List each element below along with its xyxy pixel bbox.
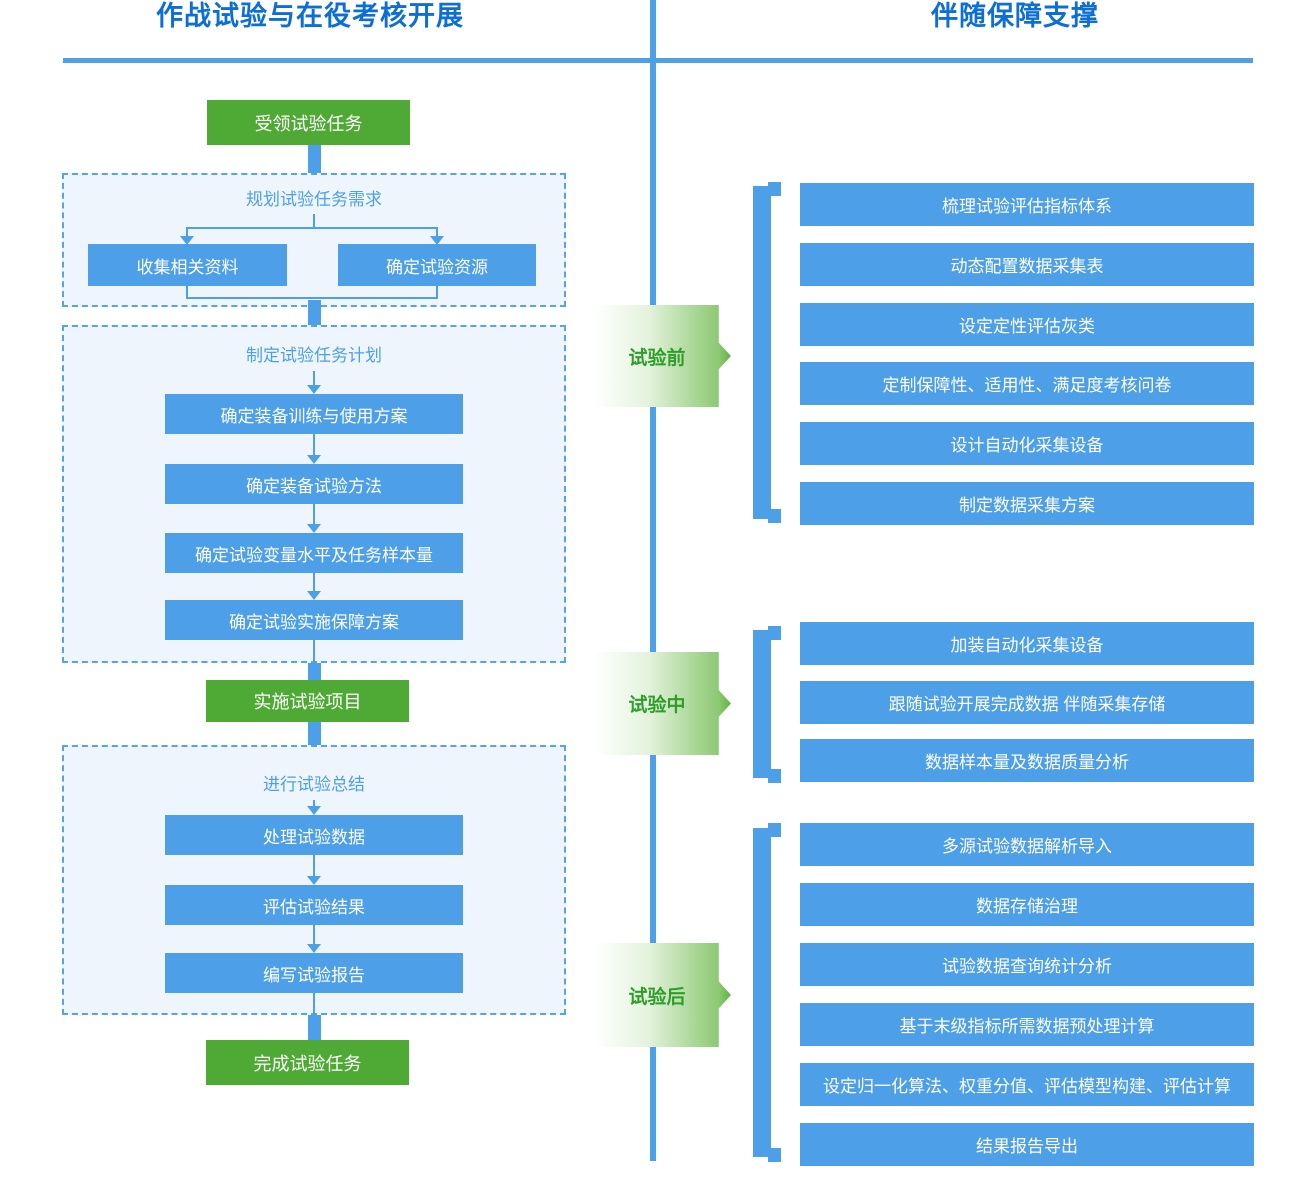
fork-stem-line xyxy=(313,214,315,227)
bracket-tab xyxy=(768,1148,781,1162)
arrowhead-down xyxy=(307,524,321,533)
arrowhead-down xyxy=(307,944,321,953)
step-box-support-plan: 确定试验实施保障方案 xyxy=(165,600,463,640)
fork-branch-line xyxy=(436,227,438,237)
tail-line xyxy=(313,993,315,1015)
support-item-bar: 定制保障性、适用性、满足度考核问卷 xyxy=(800,362,1254,405)
phase-label: 试验中 xyxy=(628,695,686,716)
panel-title: 制定试验任务计划 xyxy=(246,346,382,365)
in-test-bracket xyxy=(753,630,771,778)
header-underline xyxy=(63,58,1253,63)
column-divider-segment xyxy=(650,0,656,325)
merge-line xyxy=(186,286,188,299)
post-test-bracket xyxy=(753,828,771,1157)
left-column-title: 作战试验与在役考核开展 xyxy=(156,1,464,31)
step-box-process-data: 处理试验数据 xyxy=(165,815,463,855)
tail-line xyxy=(313,640,315,663)
phase-label: 试验前 xyxy=(628,347,686,369)
arrowhead-down xyxy=(430,236,444,245)
determine-resources-box: 确定试验资源 xyxy=(338,244,536,286)
column-divider-segment xyxy=(650,380,656,675)
bracket-tab xyxy=(768,769,781,783)
support-item-bar: 基于末级指标所需数据预处理计算 xyxy=(800,1003,1254,1046)
arrow-line xyxy=(313,800,315,806)
panel-title: 进行试验总结 xyxy=(263,775,365,794)
arrowhead-down xyxy=(180,236,194,245)
arrow-line xyxy=(313,434,315,455)
bracket-tab xyxy=(768,509,781,523)
step-box-evaluate-results: 评估试验结果 xyxy=(165,885,463,925)
support-item-bar: 动态配置数据采集表 xyxy=(800,243,1254,286)
flow-connector xyxy=(308,663,321,680)
flow-connector xyxy=(308,1015,321,1040)
support-item-bar: 试验数据查询统计分析 xyxy=(800,943,1254,986)
fork-horizontal-line xyxy=(186,227,438,229)
finish-task-box: 完成试验任务 xyxy=(206,1040,409,1085)
arrowhead-down xyxy=(307,591,321,600)
arrow-line xyxy=(313,371,315,385)
phase-arrow-pre-test: 试验前 xyxy=(595,305,731,407)
support-item-bar: 设定定性评估灰类 xyxy=(800,303,1254,346)
arrow-line xyxy=(313,925,315,944)
support-item-bar: 多源试验数据解析导入 xyxy=(800,823,1254,866)
merge-horizontal-line xyxy=(186,297,438,299)
column-divider-segment xyxy=(650,730,656,968)
arrowhead-down xyxy=(307,876,321,885)
support-item-bar: 跟随试验开展完成数据 伴随采集存储 xyxy=(800,681,1254,724)
pre-test-bracket xyxy=(753,186,771,519)
arrow-line xyxy=(313,855,315,876)
support-item-bar: 梳理试验评估指标体系 xyxy=(800,183,1254,226)
start-task-box: 受领试验任务 xyxy=(207,100,410,145)
bracket-tab xyxy=(768,182,781,196)
bracket-tab xyxy=(768,823,781,837)
phase-arrow-in-test: 试验中 xyxy=(595,652,731,755)
arrow-line xyxy=(313,573,315,591)
panel-title: 规划试验任务需求 xyxy=(246,190,382,209)
support-item-bar: 设定归一化算法、权重分值、评估模型构建、评估计算 xyxy=(800,1063,1254,1106)
arrowhead-down xyxy=(307,806,321,815)
bracket-tab xyxy=(768,626,781,640)
arrow-line xyxy=(313,504,315,524)
flow-connector xyxy=(308,145,321,173)
collect-materials-box: 收集相关资料 xyxy=(88,244,287,286)
flow-connector xyxy=(308,300,321,325)
merge-line xyxy=(436,286,438,299)
phase-arrow-post-test: 试验后 xyxy=(595,943,731,1047)
column-divider-segment xyxy=(650,1023,656,1161)
phase-label: 试验后 xyxy=(628,986,686,1008)
support-item-bar: 设计自动化采集设备 xyxy=(800,422,1254,465)
step-box-write-report: 编写试验报告 xyxy=(165,953,463,993)
support-item-bar: 结果报告导出 xyxy=(800,1123,1254,1166)
fork-branch-line xyxy=(186,227,188,237)
support-item-bar: 数据样本量及数据质量分析 xyxy=(800,739,1254,782)
support-item-bar: 制定数据采集方案 xyxy=(800,482,1254,525)
arrowhead-down xyxy=(307,455,321,464)
step-box-test-method: 确定装备试验方法 xyxy=(165,464,463,504)
right-column-title: 伴随保障支撑 xyxy=(931,1,1099,31)
support-item-bar: 数据存储治理 xyxy=(800,883,1254,926)
step-box-variables-samples: 确定试验变量水平及任务样本量 xyxy=(165,533,463,573)
step-box-training-plan: 确定装备训练与使用方案 xyxy=(165,394,463,434)
support-item-bar: 加装自动化采集设备 xyxy=(800,622,1254,665)
implement-project-box: 实施试验项目 xyxy=(206,680,409,722)
arrowhead-down xyxy=(307,385,321,394)
